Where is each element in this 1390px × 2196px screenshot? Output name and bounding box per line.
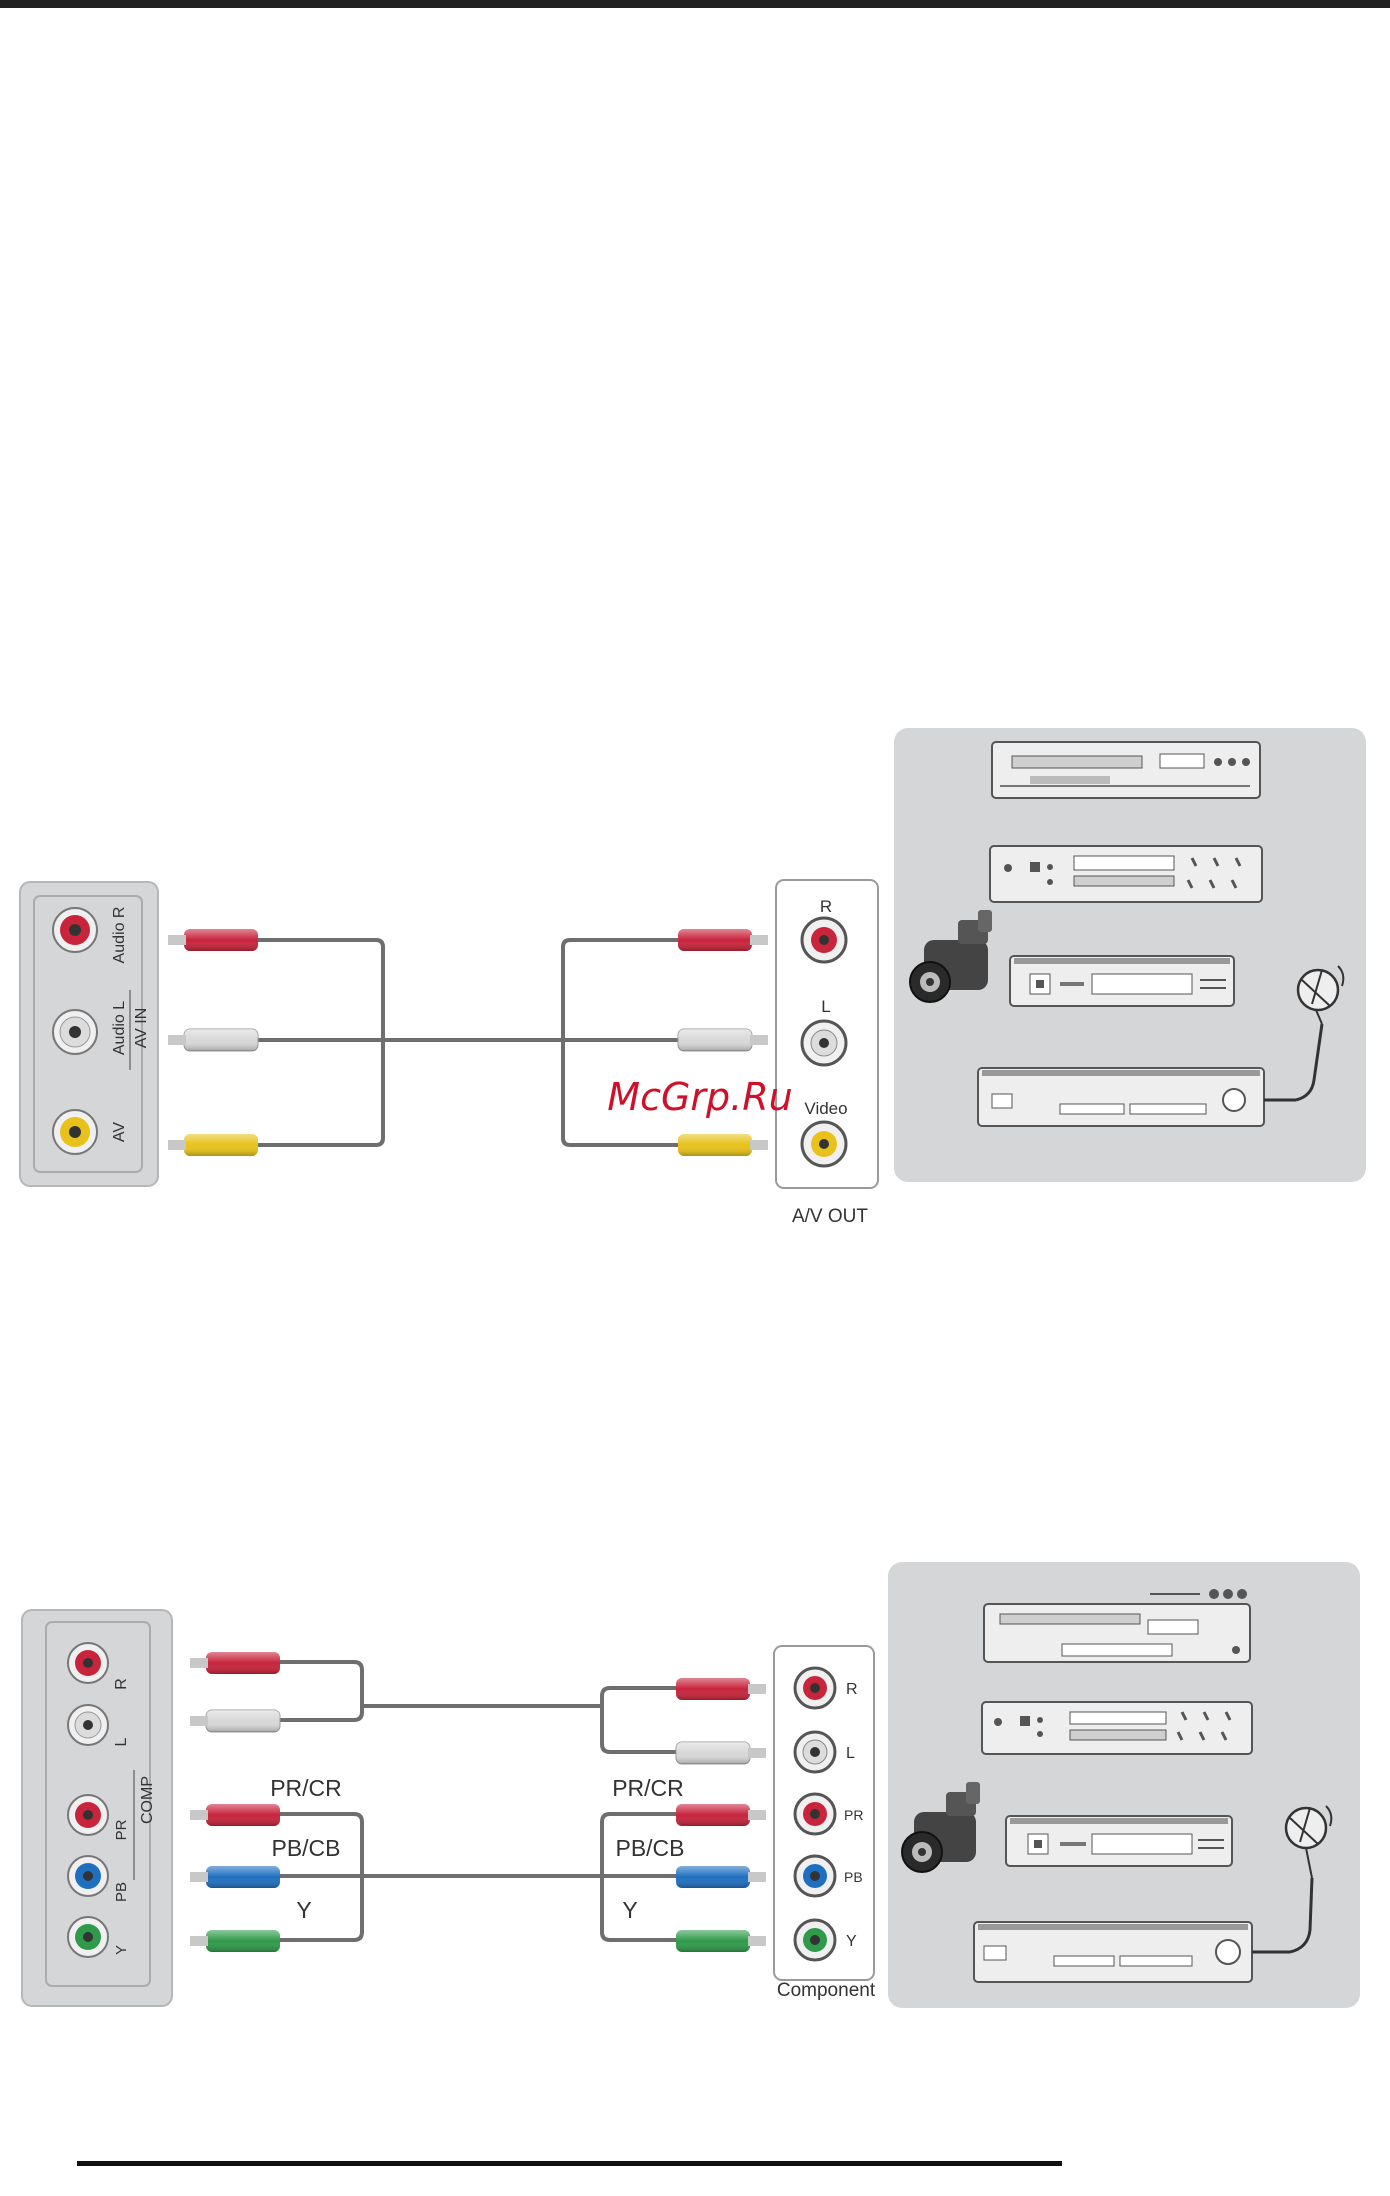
label-comp-pr: PR — [113, 1819, 130, 1840]
label-comp-pb: PB — [113, 1882, 130, 1902]
comp-plug-left-white — [190, 1710, 280, 1732]
tv-jack-audio-l[interactable] — [53, 1010, 97, 1054]
watermark: McGrp.Ru — [607, 1075, 792, 1119]
dvd-player-icon — [990, 846, 1262, 902]
label-l: L — [821, 997, 830, 1016]
comp-plug-left-red-audio — [190, 1652, 280, 1674]
set-top-box-icon — [1010, 956, 1234, 1006]
tv-comp-panel: R L COMP PR PB Y — [22, 1610, 172, 2006]
device-jack-r[interactable] — [802, 918, 846, 962]
device-jack-video[interactable] — [802, 1122, 846, 1166]
label-dev-pb: PB — [844, 1869, 863, 1885]
device-comp-jack-y[interactable] — [795, 1920, 835, 1960]
device-comp-jack-r[interactable] — [795, 1668, 835, 1708]
component-caption: Component — [777, 1980, 876, 2001]
label-comp-y: Y — [113, 1945, 130, 1955]
av-out-caption: A/V OUT — [792, 1206, 868, 1227]
label-dev-r: R — [846, 1681, 858, 1698]
comp-plug-right-red-audio — [676, 1678, 766, 1700]
label-pbcb-left: PB/CB — [271, 1835, 340, 1861]
device-av-out-panel: R L Video — [776, 880, 878, 1188]
tv-jack-r[interactable] — [68, 1643, 108, 1683]
av-plug-right-yellow — [678, 1134, 768, 1156]
tv-av-in-panel: Audio R Audio L AV IN AV — [20, 882, 158, 1186]
comp-plug-right-blue — [676, 1866, 766, 1888]
av-plug-left-yellow — [168, 1134, 258, 1156]
label-video: Video — [804, 1099, 847, 1118]
label-av: AV — [111, 1122, 128, 1142]
set-top-box-icon — [1006, 1816, 1232, 1866]
comp-plug-left-blue — [190, 1866, 280, 1888]
label-y-left: Y — [296, 1897, 311, 1923]
label-dev-l: L — [846, 1745, 855, 1762]
bottom-rule — [77, 2161, 1062, 2166]
av-devices-box — [894, 728, 1366, 1182]
component-devices-box — [888, 1562, 1360, 2008]
comp-plug-left-red-pr — [190, 1804, 280, 1826]
label-y-right: Y — [622, 1897, 637, 1923]
label-comp-r: R — [113, 1678, 130, 1690]
comp-plug-right-green — [676, 1930, 766, 1952]
device-comp-jack-pr[interactable] — [795, 1794, 835, 1834]
label-av-in: AV IN — [133, 1008, 150, 1049]
label-r: R — [820, 897, 832, 916]
vcr-icon — [992, 742, 1260, 798]
device-comp-jack-l[interactable] — [795, 1732, 835, 1772]
comp-plug-right-white — [676, 1742, 766, 1764]
av-plug-right-white — [678, 1029, 768, 1051]
label-dev-pr: PR — [844, 1807, 863, 1823]
tv-jack-av[interactable] — [53, 1110, 97, 1154]
comp-plug-right-red-pr — [676, 1804, 766, 1826]
tv-jack-y[interactable] — [68, 1917, 108, 1957]
tv-jack-audio-r[interactable] — [53, 908, 97, 952]
tv-jack-pb[interactable] — [68, 1856, 108, 1896]
av-plug-left-white — [168, 1029, 258, 1051]
label-comp-l: L — [113, 1737, 130, 1746]
label-prcr-left: PR/CR — [270, 1775, 342, 1801]
av-diagram: Audio R Audio L AV IN AV — [20, 728, 1366, 1227]
av-plug-right-red — [678, 929, 768, 951]
av-plug-left-red — [168, 929, 258, 951]
label-audio-r: Audio R — [111, 907, 128, 964]
comp-plug-left-green — [190, 1930, 280, 1952]
label-audio-l: Audio L — [111, 1001, 128, 1055]
dvd-player-icon — [982, 1702, 1252, 1754]
tv-jack-l[interactable] — [68, 1705, 108, 1745]
component-diagram: R L COMP PR PB Y — [22, 1562, 1360, 2008]
label-prcr-right: PR/CR — [612, 1775, 684, 1801]
label-dev-y: Y — [846, 1933, 857, 1950]
device-comp-jack-pb[interactable] — [795, 1856, 835, 1896]
device-jack-l[interactable] — [802, 1021, 846, 1065]
component-cables — [280, 1662, 676, 1940]
label-pbcb-right: PB/CB — [615, 1835, 684, 1861]
device-component-panel: R L PR PB Y — [774, 1646, 874, 1980]
label-comp: COMP — [139, 1776, 156, 1824]
tv-jack-pr[interactable] — [68, 1795, 108, 1835]
